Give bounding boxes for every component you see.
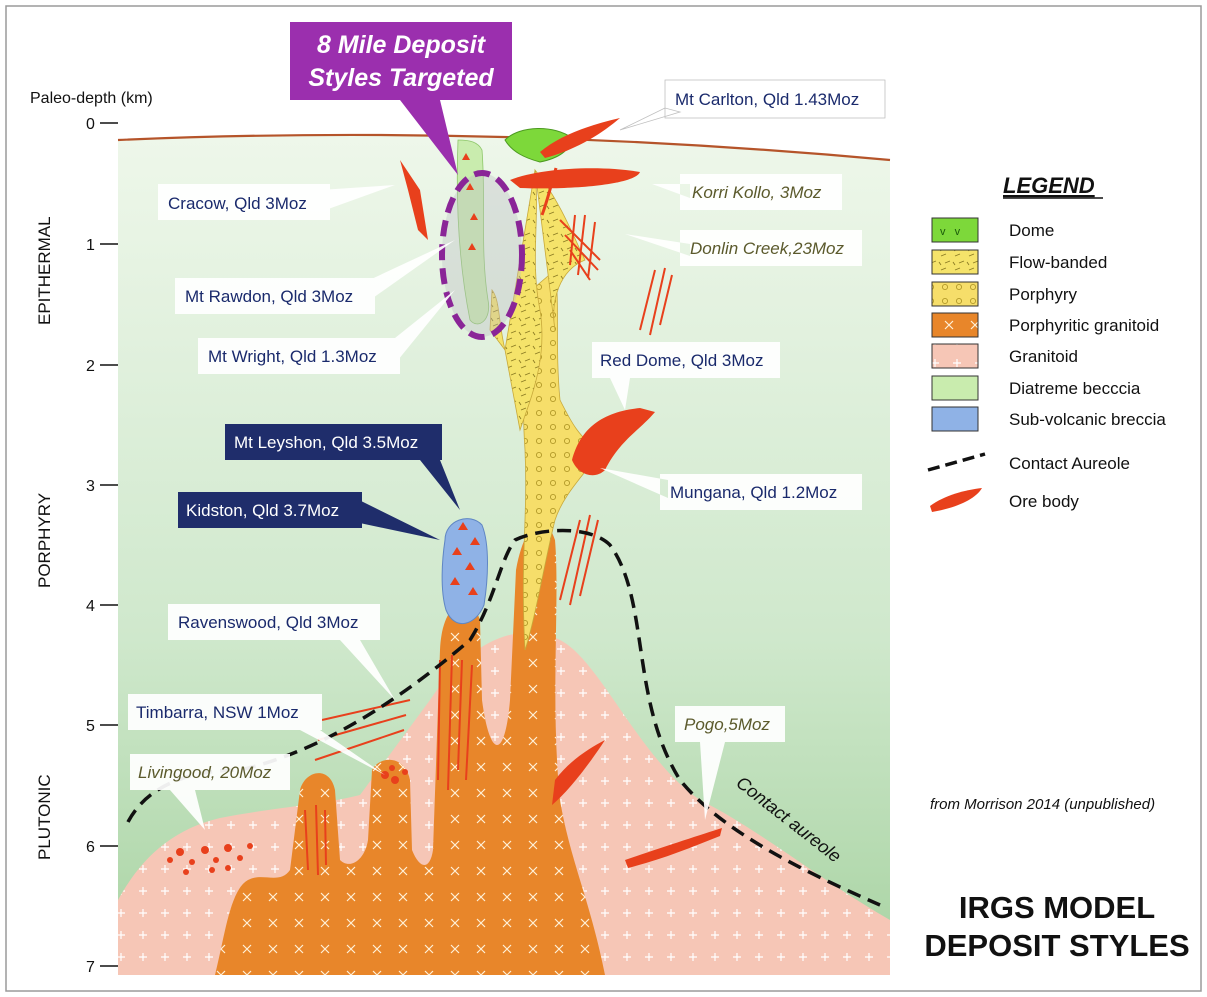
legend-title: LEGEND [1003,173,1095,198]
legend-label-ore-body: Ore body [1009,492,1079,511]
source-note: from Morrison 2014 (unpublished) [930,796,1155,813]
callout-donlin-creek: Donlin Creek,23Moz [690,239,845,258]
callout-red-dome: Red Dome, Qld 3Moz [600,351,763,370]
legend-swatch-flow-banded [932,250,978,274]
callout-mt-carlton: Mt Carlton, Qld 1.43Moz [675,90,859,109]
callout-ravenswood: Ravenswood, Qld 3Moz [178,613,358,632]
callout-mt-wright: Mt Wright, Qld 1.3Moz [208,347,377,366]
legend-label-granitoid: Granitoid [1009,347,1078,366]
callout-kidston: Kidston, Qld 3.7Moz [186,501,339,520]
callout-mt-rawdon: Mt Rawdon, Qld 3Moz [185,287,353,306]
main-title-line-1: IRGS MODEL [959,890,1155,925]
sub-volcanic-breccia-body [442,519,487,624]
legend-label-dome: Dome [1009,221,1054,240]
legend-swatch-porphyry [932,282,978,306]
callout-mungana: Mungana, Qld 1.2Moz [670,483,837,502]
banner-line-2: Styles Targeted [308,64,494,92]
callout-cracow: Cracow, Qld 3Moz [168,194,307,213]
zone-porphyry: PORPHYRY [35,493,54,588]
legend-label-contact-aureole: Contact Aureole [1009,454,1130,473]
callout-pogo: Pogo,5Moz [684,715,770,734]
legend-label-diatreme: Diatreme becccia [1009,379,1141,398]
axis-title: Paleo-depth (km) [30,90,153,107]
depth-tick-7: 7 [86,959,95,976]
depth-tick-0: 0 [86,116,95,133]
legend-swatch-diatreme [932,376,978,400]
depth-tick-5: 5 [86,718,95,735]
svg-text:v v: v v [940,226,961,238]
legend-swatch-sub-volcanic [932,407,978,431]
legend-swatch-porphyritic-granitoid [932,313,978,337]
banner-line-1: 8 Mile Deposit [317,31,487,59]
zone-plutonic: PLUTONIC [35,774,54,860]
main-title-line-2: DEPOSIT STYLES [924,928,1189,963]
depth-tick-2: 2 [86,358,95,375]
legend-label-porphyry: Porphyry [1009,285,1078,304]
depth-tick-4: 4 [86,598,95,615]
depth-tick-3: 3 [86,478,95,495]
legend-label-flow-banded: Flow-banded [1009,253,1107,272]
legend-label-porphyritic-granitoid: Porphyritic granitoid [1009,316,1159,335]
callout-livingood: Livingood, 20Moz [138,763,272,782]
zone-epithermal: EPITHERMAL [35,216,54,325]
depth-tick-6: 6 [86,839,95,856]
callout-korri-kollo: Korri Kollo, 3Moz [692,183,822,202]
target-ellipse [442,173,522,337]
callout-timbarra: Timbarra, NSW 1Moz [136,703,299,722]
depth-tick-1: 1 [86,237,95,254]
legend-swatch-granitoid [932,344,978,368]
legend-label-sub-volcanic: Sub-volcanic breccia [1009,410,1166,429]
callout-mt-leyshon: Mt Leyshon, Qld 3.5Moz [234,433,418,452]
